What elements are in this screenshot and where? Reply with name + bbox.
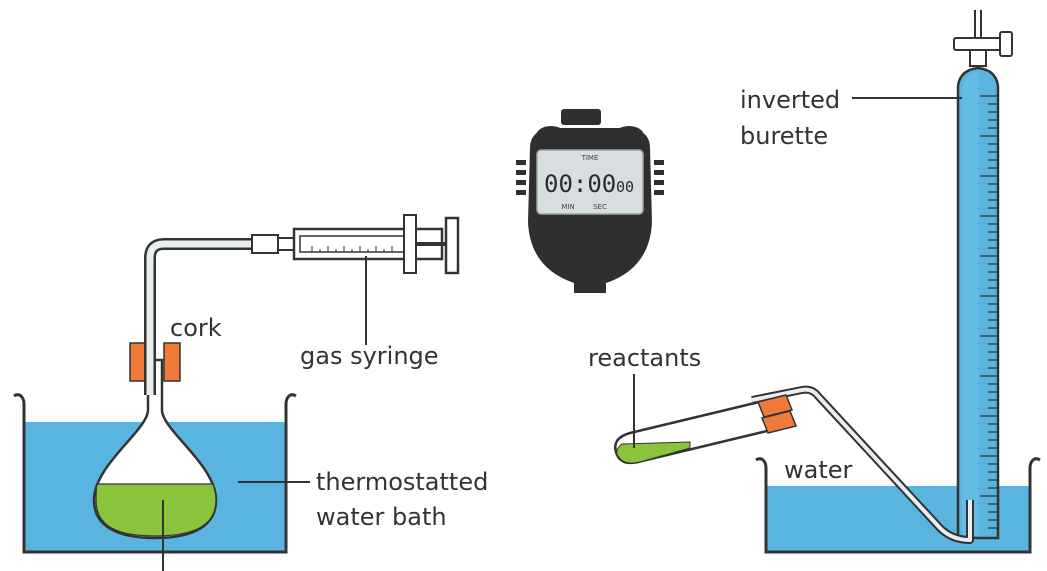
- label-cork: cork: [170, 314, 222, 342]
- stopwatch-left-label: MIN: [561, 203, 574, 211]
- cork-right: [756, 394, 794, 418]
- label-water-bath: water bath: [316, 503, 447, 531]
- label-inverted: inverted: [740, 86, 840, 114]
- stopwatch-right-label: SEC: [593, 203, 607, 211]
- label-reactants: reactants: [588, 344, 701, 372]
- label-water: water: [784, 456, 853, 484]
- stopwatch-time: 00:00: [544, 170, 616, 198]
- reactant-liquid-flask: [95, 483, 217, 537]
- stopwatch: TIME 00:00 00 MIN SEC: [516, 109, 664, 293]
- inverted-burette: [953, 10, 1013, 540]
- delivery-tube-left: [144, 238, 262, 395]
- label-thermostatted: thermostatted: [316, 468, 488, 496]
- stopwatch-hundredths: 00: [616, 178, 634, 196]
- delivery-tube-right: [751, 385, 974, 544]
- gas-syringe: [251, 214, 460, 275]
- bath-vessel-left: [13, 393, 297, 554]
- bath-vessel-right: [755, 457, 1041, 554]
- label-gas-syringe: gas syringe: [300, 342, 439, 370]
- stopwatch-top-label: TIME: [581, 154, 599, 162]
- conical-flask: [92, 358, 218, 571]
- label-burette: burette: [740, 122, 828, 150]
- test-tube: [614, 394, 798, 465]
- reactant-liquid-tube: [616, 441, 691, 464]
- stopwatch-screen: [536, 149, 644, 215]
- cork-left: [129, 342, 181, 382]
